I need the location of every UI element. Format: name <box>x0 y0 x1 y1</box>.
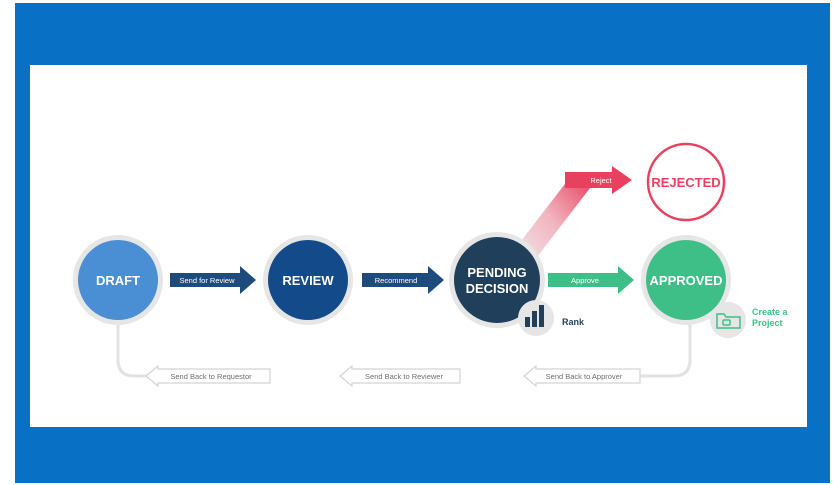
back-label-approver: Send Back to Approver <box>546 372 623 381</box>
reject-label: Reject <box>590 176 612 185</box>
rank-label: Rank <box>562 317 585 327</box>
back-arrow-to-reviewer: Send Back to Reviewer <box>339 364 461 388</box>
send-for-review-label: Send for Review <box>179 276 235 285</box>
draft-node[interactable]: DRAFT <box>73 235 163 325</box>
create-project-line1: Create a <box>752 307 789 317</box>
review-node[interactable]: REVIEW <box>263 235 353 325</box>
arrow-recommend: Recommend <box>362 266 444 294</box>
arrow-send-for-review: Send for Review <box>170 266 256 294</box>
recommend-label: Recommend <box>375 276 418 285</box>
back-label-reviewer: Send Back to Reviewer <box>365 372 443 381</box>
back-line-left <box>116 322 150 378</box>
back-line-right <box>640 322 692 378</box>
back-label-requestor: Send Back to Requestor <box>170 372 252 381</box>
rejected-label: REJECTED <box>651 175 720 190</box>
approved-label: APPROVED <box>650 273 723 288</box>
back-arrow-to-approver: Send Back to Approver <box>523 364 641 388</box>
rejected-node[interactable]: REJECTED <box>646 142 726 222</box>
review-label: REVIEW <box>282 273 334 288</box>
bar-chart-icon <box>525 305 544 327</box>
back-arrow-to-requestor: Send Back to Requestor <box>145 364 271 388</box>
create-project-line2: Project <box>752 318 783 328</box>
approve-label: Approve <box>571 276 599 285</box>
folder-icon <box>716 313 741 329</box>
rank-badge[interactable]: Rank <box>518 300 585 336</box>
draft-label: DRAFT <box>96 273 140 288</box>
approved-node[interactable]: APPROVED <box>641 235 731 325</box>
pending-decision-node[interactable]: PENDING DECISION <box>449 232 545 328</box>
back-flow-connectors <box>116 322 692 378</box>
create-project-badge[interactable]: Create a Project <box>710 302 789 338</box>
pending-label-line2: DECISION <box>466 281 529 296</box>
arrow-approve: Approve <box>548 266 634 294</box>
pending-label-line1: PENDING <box>467 265 526 280</box>
